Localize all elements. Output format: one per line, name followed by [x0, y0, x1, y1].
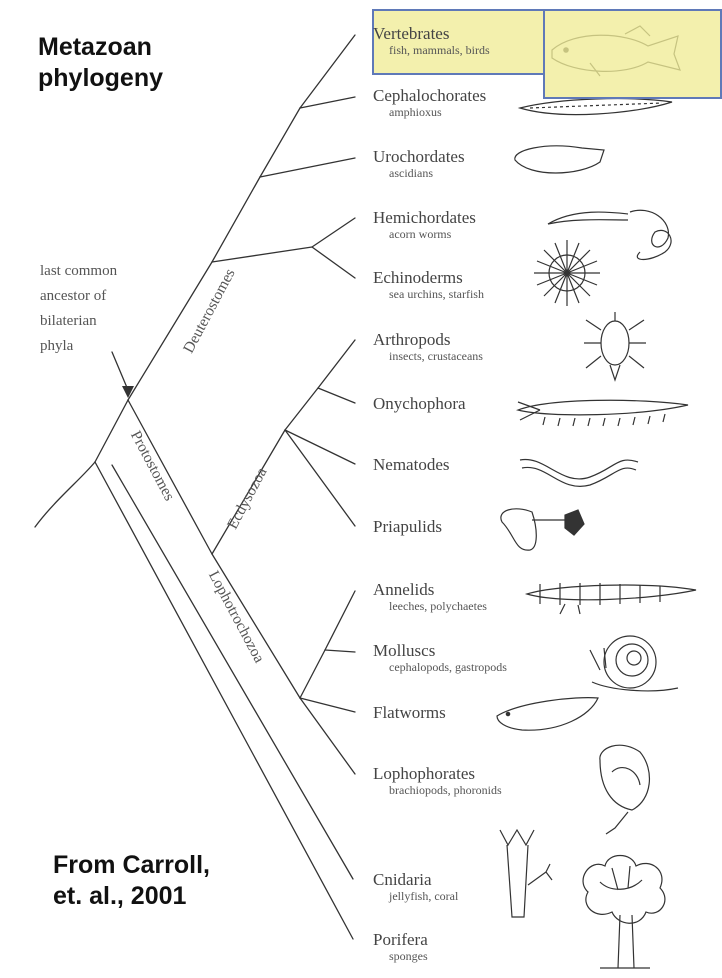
- taxon-porifera: Porifera sponges: [373, 930, 428, 964]
- bilateria-stem: [95, 400, 128, 462]
- taxon-onychophora: Onychophora: [373, 394, 466, 413]
- taxon-cephalochordates: Cephalochorates amphioxus: [373, 86, 486, 120]
- snail-icon: [590, 636, 678, 691]
- taxon-priapulids: Priapulids: [373, 517, 442, 536]
- taxon-name: Cephalochorates: [373, 86, 486, 105]
- amphioxus-icon: [520, 99, 672, 115]
- taxon-examples: amphioxus: [373, 105, 486, 120]
- taxon-molluscs: Molluscs cephalopods, gastropods: [373, 641, 507, 675]
- branch-priapulids: [285, 430, 355, 526]
- velvet-worm-icon: [518, 400, 688, 426]
- root-branch: [35, 462, 95, 527]
- taxon-examples: acorn worms: [373, 227, 476, 242]
- branch-vertebrates: [300, 35, 355, 108]
- taxon-cnidaria: Cnidaria jellyfish, coral: [373, 870, 458, 904]
- taxon-name: Vertebrates: [373, 24, 490, 43]
- taxon-name: Flatworms: [373, 703, 446, 722]
- taxon-name: Priapulids: [373, 517, 442, 536]
- ascidian-icon: [515, 146, 604, 173]
- taxon-examples: ascidians: [373, 166, 465, 181]
- taxon-name: Porifera: [373, 930, 428, 949]
- taxon-examples: cephalopods, gastropods: [373, 660, 507, 675]
- ambulacraria-stem: [212, 247, 312, 262]
- citation: From Carroll, et. al., 2001: [53, 850, 210, 912]
- annelid-icon: [527, 583, 696, 614]
- priapulid-icon: [501, 509, 584, 550]
- figure-title: Metazoan phylogeny: [38, 32, 163, 94]
- lophotrochozoa-stem: [212, 554, 300, 698]
- branch-arthropods: [285, 340, 355, 430]
- sponge-icon: [583, 856, 665, 969]
- taxon-annelids: Annelids leeches, polychaetes: [373, 580, 487, 614]
- taxon-name: Lophophorates: [373, 764, 502, 783]
- taxon-vertebrates: Vertebrates fish, mammals, birds: [373, 24, 490, 58]
- taxon-name: Cnidaria: [373, 870, 458, 889]
- taxon-examples: jellyfish, coral: [373, 889, 458, 904]
- brachiopod-icon: [600, 745, 650, 834]
- taxon-hemichordates: Hemichordates acorn worms: [373, 208, 476, 242]
- ancestor-annotation: last common ancestor of bilaterian phyla: [40, 259, 117, 359]
- taxon-examples: leeches, polychaetes: [373, 599, 487, 614]
- taxon-name: Arthropods: [373, 330, 483, 349]
- taxon-arthropods: Arthropods insects, crustaceans: [373, 330, 483, 364]
- protostome-stem: [128, 400, 212, 554]
- highlight-vertebrates-image[interactable]: [543, 9, 722, 99]
- chordata-stem: [260, 108, 300, 177]
- insect-icon: [584, 312, 646, 380]
- taxon-lophophorates: Lophophorates brachiopods, phoronids: [373, 764, 502, 798]
- branch-hemichordates: [312, 218, 355, 247]
- taxon-urochordates: Urochordates ascidians: [373, 147, 465, 181]
- taxon-name: Nematodes: [373, 455, 449, 474]
- taxon-name: Urochordates: [373, 147, 465, 166]
- taxon-examples: sponges: [373, 949, 428, 964]
- taxon-name: Hemichordates: [373, 208, 476, 227]
- branch-echinoderms: [312, 247, 355, 278]
- taxon-name: Molluscs: [373, 641, 507, 660]
- sea-urchin-icon: [534, 240, 600, 306]
- branch-annelids: [325, 591, 355, 650]
- spiralia-stem: [300, 650, 325, 698]
- taxon-examples: insects, crustaceans: [373, 349, 483, 364]
- branch-urochordates: [260, 158, 355, 177]
- hydra-icon: [500, 830, 552, 917]
- taxon-name: Onychophora: [373, 394, 466, 413]
- taxon-examples: fish, mammals, birds: [373, 43, 490, 58]
- nematode-icon: [520, 459, 638, 486]
- taxon-flatworms: Flatworms: [373, 703, 446, 722]
- flatworm-icon: [497, 698, 598, 731]
- branch-nematodes: [285, 430, 355, 464]
- branch-cephalochordates: [300, 97, 355, 108]
- taxon-examples: sea urchins, starfish: [373, 287, 484, 302]
- branch-onychophora: [318, 388, 355, 403]
- taxon-echinoderms: Echinoderms sea urchins, starfish: [373, 268, 484, 302]
- branch-molluscs: [325, 650, 355, 652]
- taxon-name: Echinoderms: [373, 268, 484, 287]
- taxon-nematodes: Nematodes: [373, 455, 449, 474]
- deut-chordata-stem: [212, 177, 260, 262]
- taxon-examples: brachiopods, phoronids: [373, 783, 502, 798]
- taxon-name: Annelids: [373, 580, 487, 599]
